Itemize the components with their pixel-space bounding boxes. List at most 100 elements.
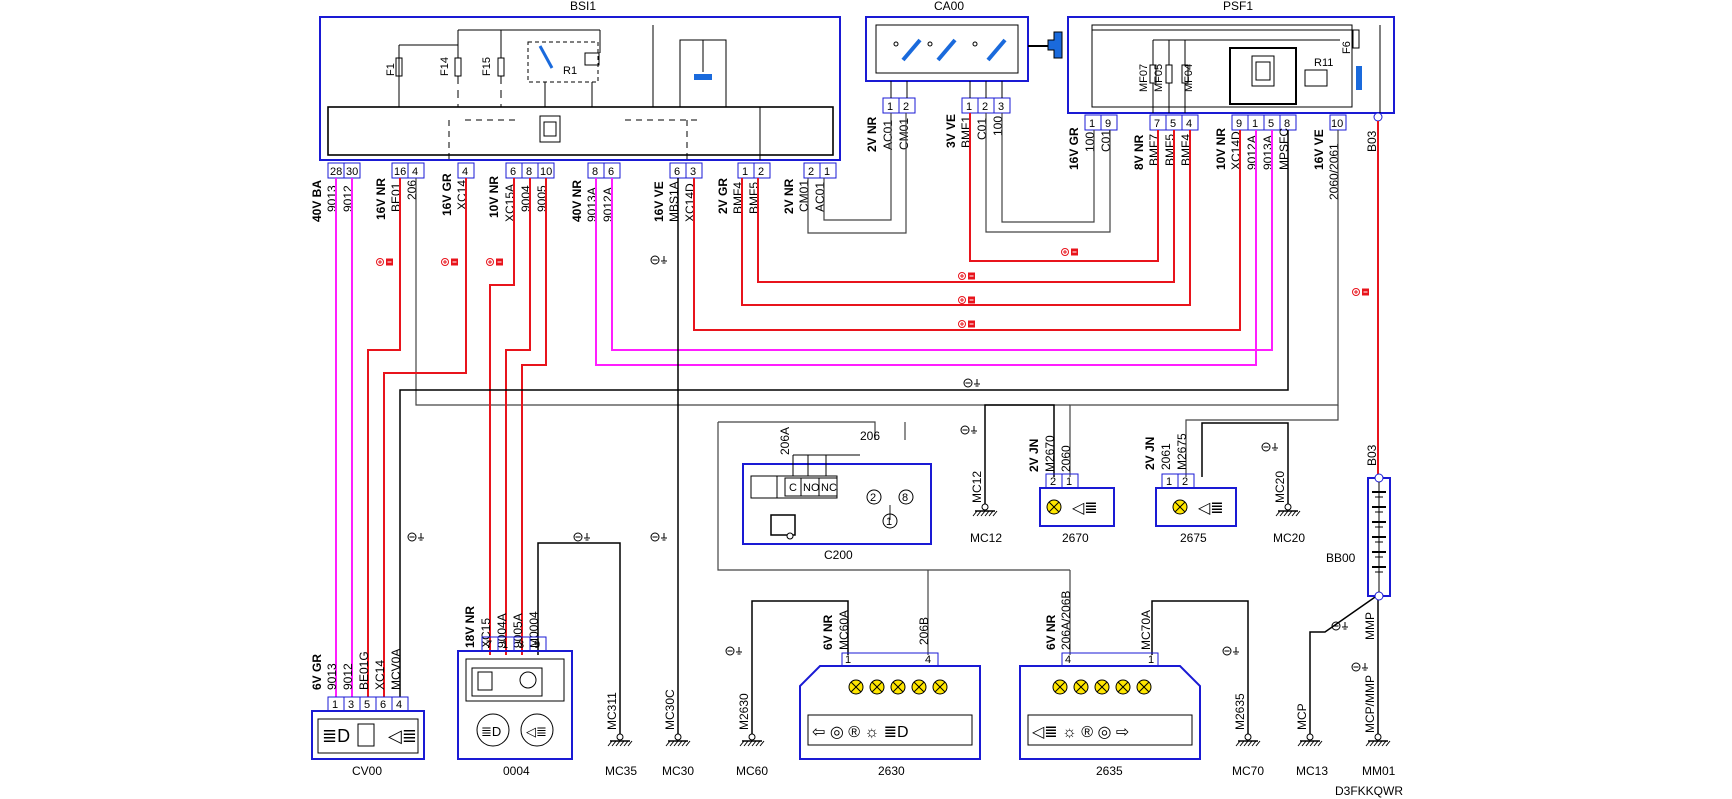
c200-trailer-switch: 206A 206 C NO NC 2 8 1 C200 (742, 427, 932, 562)
wire-label: MC60A (837, 610, 851, 650)
circled-number: 2 (866, 489, 882, 505)
ground-wire-label: MCP (1295, 703, 1309, 730)
ground-icon (1275, 510, 1301, 517)
terminal-icon (1373, 112, 1383, 122)
pin-label: 8 (526, 166, 532, 178)
circled-number: 1 (882, 513, 898, 529)
fuse-icon: F14 (439, 30, 462, 107)
ground-mc60: M2630 MC60 (736, 693, 768, 778)
pin-label: 1 (845, 654, 851, 666)
wire-label: MBS1A (667, 181, 681, 222)
c2675-label: 2675 (1180, 531, 1207, 545)
pin-label: 7 (486, 639, 492, 651)
ground-wire-label: MC30C (663, 689, 677, 730)
pin-label: 10 (1331, 118, 1343, 130)
ground-wire-label: MC311 (605, 692, 619, 730)
pin-label: 2 (982, 101, 988, 113)
fog-lamp-icon: ◁≣ (1072, 500, 1098, 517)
connector-spec: 6V NR (821, 614, 835, 650)
wire-label: AC01 (881, 120, 895, 150)
fuse-f1-label: F1 (385, 63, 397, 76)
pin-label: 4 (925, 654, 931, 666)
diagram-code: D3FKKQWR (1335, 784, 1403, 798)
pin-label: 1 (1089, 118, 1095, 130)
ground-label: MC60 (736, 764, 768, 778)
psf1-chip-icon (1251, 55, 1275, 87)
lamp-symbol-icons: ◁≣ ☼ ® ◎ ⇨ (1032, 724, 1129, 741)
ground-wire-label: MMP (1363, 612, 1377, 640)
fuse-icon: F15 (481, 30, 505, 107)
connector-spec: 16V NR (374, 178, 388, 220)
wire-label: 9012 (341, 663, 355, 690)
switch-contact-icon (936, 38, 957, 62)
pin-label: 16 (394, 166, 406, 178)
bb00-battery: B03 BB00 (1326, 444, 1391, 601)
power-markers (376, 248, 1370, 672)
wire-label: 2060 (1059, 445, 1073, 472)
connector-spec: 8V NR (1132, 134, 1146, 170)
pin-label: C (789, 482, 797, 494)
c2635-rear-lamp: 6V NR 206A/206B MC70A 4 1 ◁≣ ☼ ® ◎ ⇨ 263… (1019, 591, 1201, 778)
pin-label: 1 (742, 166, 748, 178)
wire-label: B03 (1365, 130, 1379, 152)
c2675-lamp: 2V JN 2061 M2675 1 2 ◁≣ 2675 (1143, 433, 1237, 545)
ground-icon (739, 740, 765, 747)
wire-label: BE01G (357, 651, 371, 690)
wire-label: 2060/2061 (1327, 143, 1341, 200)
connector-spec: 16V VE (1312, 129, 1326, 170)
connector-spec: 2V NR (865, 116, 879, 152)
wire-label: XC14 (373, 660, 387, 690)
battery-cells-icon (1372, 482, 1386, 592)
headlamp-icon: ≣D (322, 726, 350, 746)
wire-label: B03 (1365, 444, 1379, 466)
svg-text:≣D: ≣D (481, 724, 501, 739)
wire-label: 100 (1083, 132, 1097, 152)
circled-label: 1 (886, 516, 892, 528)
pin-label: 8 (592, 166, 598, 178)
bsi1-connector-labels: 40V BA 9013 9012 16V NR BE01 206 16V GR … (310, 173, 827, 222)
pin-label: 1 (1148, 654, 1154, 666)
ca00-label: CA00 (934, 0, 964, 13)
pin-label: NC (821, 482, 837, 494)
pin-label: 5 (1170, 118, 1176, 130)
ground-wire-label: MC12 (970, 471, 984, 503)
switch-contact-icon (986, 38, 1007, 62)
connector-spec: 18V NR (463, 606, 477, 648)
wire-label: 206B (917, 617, 931, 645)
ground-icon (972, 510, 998, 517)
trailer-icon (770, 514, 796, 536)
wire-label: C01 (975, 118, 989, 140)
psf1-label: PSF1 (1223, 0, 1253, 13)
fuse-f15-label: F15 (481, 57, 493, 76)
pin-label: 1 (332, 699, 338, 711)
wire-label: CM01 (897, 118, 911, 150)
lamp-indicator-icon (520, 713, 554, 747)
ground-label: MC30 (662, 764, 694, 778)
pin-label: 3 (998, 101, 1004, 113)
pin-label: 9 (1105, 118, 1111, 130)
wire-label: 206 (405, 180, 419, 200)
connector-spec: 2V JN (1027, 439, 1041, 472)
ground-wire-label: M2635 (1233, 693, 1247, 730)
pin-label: 1 (966, 101, 972, 113)
fuse-icon: F6 (1341, 29, 1360, 54)
bsi1-module: BSI1 F1 F14 F15 R1 (319, 0, 841, 161)
fuse-f14-label: F14 (439, 57, 451, 76)
ground-icon (1365, 740, 1391, 747)
pin-label: 6 (608, 166, 614, 178)
ground-label: MM01 (1362, 764, 1396, 778)
psf1-connector-labels: 16V GR 100 C01 8V NR BMF7 BMF5 BMF4 10V … (1067, 127, 1379, 200)
wire-label: 2061 (1159, 443, 1173, 470)
wire-label: C01 (1099, 130, 1113, 152)
connector-spec: 2V GR (716, 178, 730, 214)
pin-label: 2 (903, 101, 909, 113)
relay-r11-label: R11 (1314, 57, 1333, 69)
pin-label: 1 (824, 166, 830, 178)
connector-spec: 10V NR (1214, 128, 1228, 170)
ground-icon (665, 740, 691, 747)
pin-label: 6 (674, 166, 680, 178)
connector-spec: 40V NR (570, 180, 584, 222)
circled-label: 2 (870, 492, 876, 504)
wire-label: 9013 (325, 663, 339, 690)
